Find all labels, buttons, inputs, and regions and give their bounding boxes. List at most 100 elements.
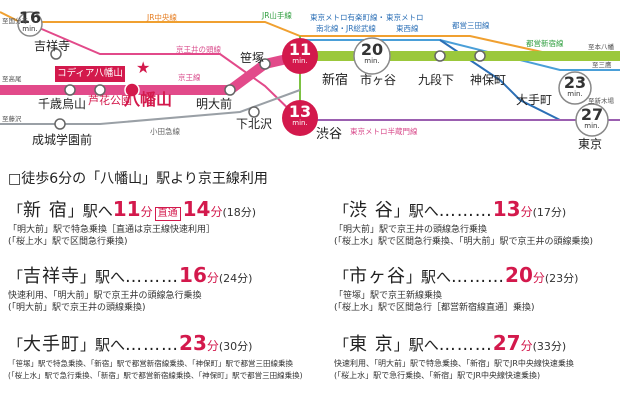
route-kichijoji-alt: (24分) — [218, 272, 253, 285]
station-jimbocho: 神保町 — [470, 73, 507, 87]
station-tokyo: 東京 — [578, 137, 603, 151]
star-icon: ★ — [136, 58, 151, 77]
route-ichigaya-note1: 「笹塚」駅で京王新線乗換 — [334, 291, 443, 301]
route-otemachi-unit: 分 — [206, 339, 219, 353]
line-label-tokyo-metro: 東京メトロ — [386, 13, 424, 22]
route-kichijoji: 「吉祥寺」駅へ………16分(24分) 快速利用、「明大前」駅で京王井の頭線急行乗… — [8, 264, 252, 314]
route-shibuya-open: 「 — [334, 202, 350, 220]
station-shimokitazawa: 下北沢 — [236, 117, 273, 131]
station-chitose-karasuyama: 千歳烏山 — [38, 97, 87, 111]
route-map-lines — [0, 11, 620, 137]
route-otemachi-close: 」駅へ — [80, 336, 126, 354]
route-shinjuku-note1: 「明大前」駅で特急乗換［直通は京王線快速利用］ — [8, 225, 216, 235]
route-shibuya: 「渋 谷」駅へ………13分(17分) 「明大前」駅で京王井の頭線急行乗換 (「桜… — [334, 198, 593, 248]
route-ichigaya-dots: ……… — [451, 267, 506, 287]
route-kichijoji-heading: 「吉祥寺」駅へ………16分(24分) — [8, 264, 252, 290]
station-shibuya: 渋谷 — [316, 127, 343, 142]
station-sasazuka: 笹塚 — [240, 51, 265, 65]
route-kichijoji-close: 」駅へ — [80, 268, 126, 286]
route-shibuya-min: 13 — [492, 197, 521, 221]
route-shibuya-note1: 「明大前」駅で京王井の頭線急行乗換 — [334, 225, 488, 235]
line-label-chuo: JR中央線 — [147, 13, 177, 22]
line-label-odakyu: 小田急線 — [150, 127, 180, 136]
station-shinjuku: 新宿 — [322, 73, 349, 88]
route-shibuya-alt: (17分) — [532, 206, 567, 219]
route-kichijoji-name: 吉祥寺 — [23, 266, 81, 287]
line-label-tokyo-metro-yurakucho: 東京メトロ有楽町線・ — [310, 13, 385, 22]
line-label-keio: 京王線 — [178, 73, 201, 82]
route-kichijoji-note1: 快速利用、「明大前」駅で京王井の頭線急行乗換 — [8, 291, 202, 301]
route-otemachi-note1: 「笹塚」駅で特急乗換、「新宿」駅で都営新宿線乗換、「神保町」駅で都営三田線乗換 — [8, 359, 293, 368]
route-otemachi-name: 大手町 — [23, 334, 81, 355]
route-shinjuku-direct-min: 14 — [182, 197, 211, 221]
property-label: コディア八幡山 — [55, 66, 125, 82]
route-tokyo: 「東 京」駅へ………27分(33分) 快速利用、「明大前」駅で特急乗換、「新宿」… — [334, 332, 574, 382]
route-ichigaya-min: 20 — [505, 263, 533, 287]
line-label-mita: 都営三田線 — [452, 21, 490, 30]
route-tokyo-min: 27 — [492, 331, 521, 355]
route-shibuya-note2: (「桜上水」駅で区間急行乗換、「明大前」駅で京王井の頭線乗換) — [334, 237, 594, 247]
station-seijo: 成城学園前 — [32, 133, 93, 147]
station-rokakoen: 芦花公園 — [88, 94, 132, 107]
route-ichigaya-name: 市ヶ谷 — [349, 266, 407, 287]
route-shinjuku-min: 11 — [112, 197, 141, 221]
edge-label-kokubunji: 至国分寺 — [2, 17, 28, 25]
line-label-namboku: 南北線・JR総武線 — [316, 24, 376, 33]
route-ichigaya-unit: 分 — [532, 271, 545, 285]
route-ichigaya-note2: (「桜上水」駅で区間急行［都営新宿線直通］乗換) — [334, 303, 535, 313]
route-otemachi: 「大手町」駅へ………23分(30分) 「笹塚」駅で特急乗換、「新宿」駅で都営新宿… — [8, 332, 303, 382]
route-tokyo-alt: (33分) — [532, 340, 567, 353]
route-ichigaya-open: 「 — [334, 268, 350, 286]
route-kichijoji-note2: (「明大前」駅で京王井の頭線乗換) — [8, 303, 146, 313]
route-tokyo-note1: 快速利用、「明大前」駅で特急乗換、「新宿」駅でJR中央線快速乗換 — [334, 359, 574, 368]
route-shibuya-unit: 分 — [520, 205, 533, 219]
route-tokyo-unit: 分 — [520, 339, 533, 353]
edge-label-takao: 至高尾 — [2, 75, 22, 83]
route-shibuya-heading: 「渋 谷」駅へ………13分(17分) — [334, 198, 593, 224]
station-hachimanyama: 八幡山 — [124, 90, 173, 109]
line-label-tozai: 東西線 — [396, 24, 419, 33]
edge-label-fujisawa: 至藤沢 — [2, 115, 22, 123]
line-label-hanzomon: 東京メトロ半蔵門線 — [350, 127, 418, 136]
route-otemachi-alt: (30分) — [218, 340, 253, 353]
route-ichigaya-close: 」駅へ — [406, 268, 452, 286]
route-shinjuku-close: 」駅へ — [67, 202, 113, 220]
route-otemachi-dots: ……… — [125, 335, 180, 355]
route-ichigaya-alt: (23分) — [544, 272, 579, 285]
line-label-shinjuku-line: 都営新宿線 — [526, 39, 564, 48]
route-otemachi-open: 「 — [8, 336, 24, 354]
route-ichigaya: 「市ヶ谷」駅へ………20分(23分) 「笹塚」駅で京王新線乗換 (「桜上水」駅で… — [334, 264, 578, 314]
route-kichijoji-unit: 分 — [206, 271, 219, 285]
station-ichigaya: 市ヶ谷 — [360, 73, 397, 87]
route-ichigaya-heading: 「市ヶ谷」駅へ………20分(23分) — [334, 264, 578, 290]
route-shinjuku-direct-label: 直通 — [154, 207, 181, 221]
station-kichijoji: 吉祥寺 — [34, 39, 71, 53]
route-shibuya-close: 」駅へ — [393, 202, 439, 220]
route-shinjuku-open: 「 — [8, 202, 24, 220]
route-shinjuku-alt: (18分) — [222, 206, 257, 219]
station-kudanshita: 九段下 — [418, 73, 455, 87]
line-label-inokashira: 京王井の頭線 — [176, 45, 221, 54]
route-tokyo-dots: ……… — [438, 335, 493, 355]
route-tokyo-heading: 「東 京」駅へ………27分(33分) — [334, 332, 574, 358]
route-otemachi-note2: (「桜上水」駅で急行乗換、「新宿」駅で都営新宿線乗換、「神保町」駅で都営三田線乗… — [8, 371, 303, 380]
line-label-yamanote: JR山手線 — [262, 11, 292, 20]
route-shinjuku-direct-unit: 分 — [210, 205, 223, 219]
intro-heading: □徒歩6分の「八幡山」駅より京王線利用 — [8, 171, 268, 187]
station-otemachi: 大手町 — [516, 93, 553, 107]
route-tokyo-note2: (「桜上水」駅で急行乗換、「新宿」駅でJR中央線快速乗換) — [334, 371, 541, 380]
route-otemachi-heading: 「大手町」駅へ………23分(30分) — [8, 332, 303, 358]
route-shinjuku-note2: (「桜上水」駅で区間急行乗換) — [8, 237, 128, 247]
route-kichijoji-dots: ……… — [125, 267, 180, 287]
route-otemachi-min: 23 — [179, 331, 207, 355]
route-shibuya-name: 渋 谷 — [349, 200, 394, 221]
route-shinjuku-name: 新 宿 — [23, 200, 68, 221]
